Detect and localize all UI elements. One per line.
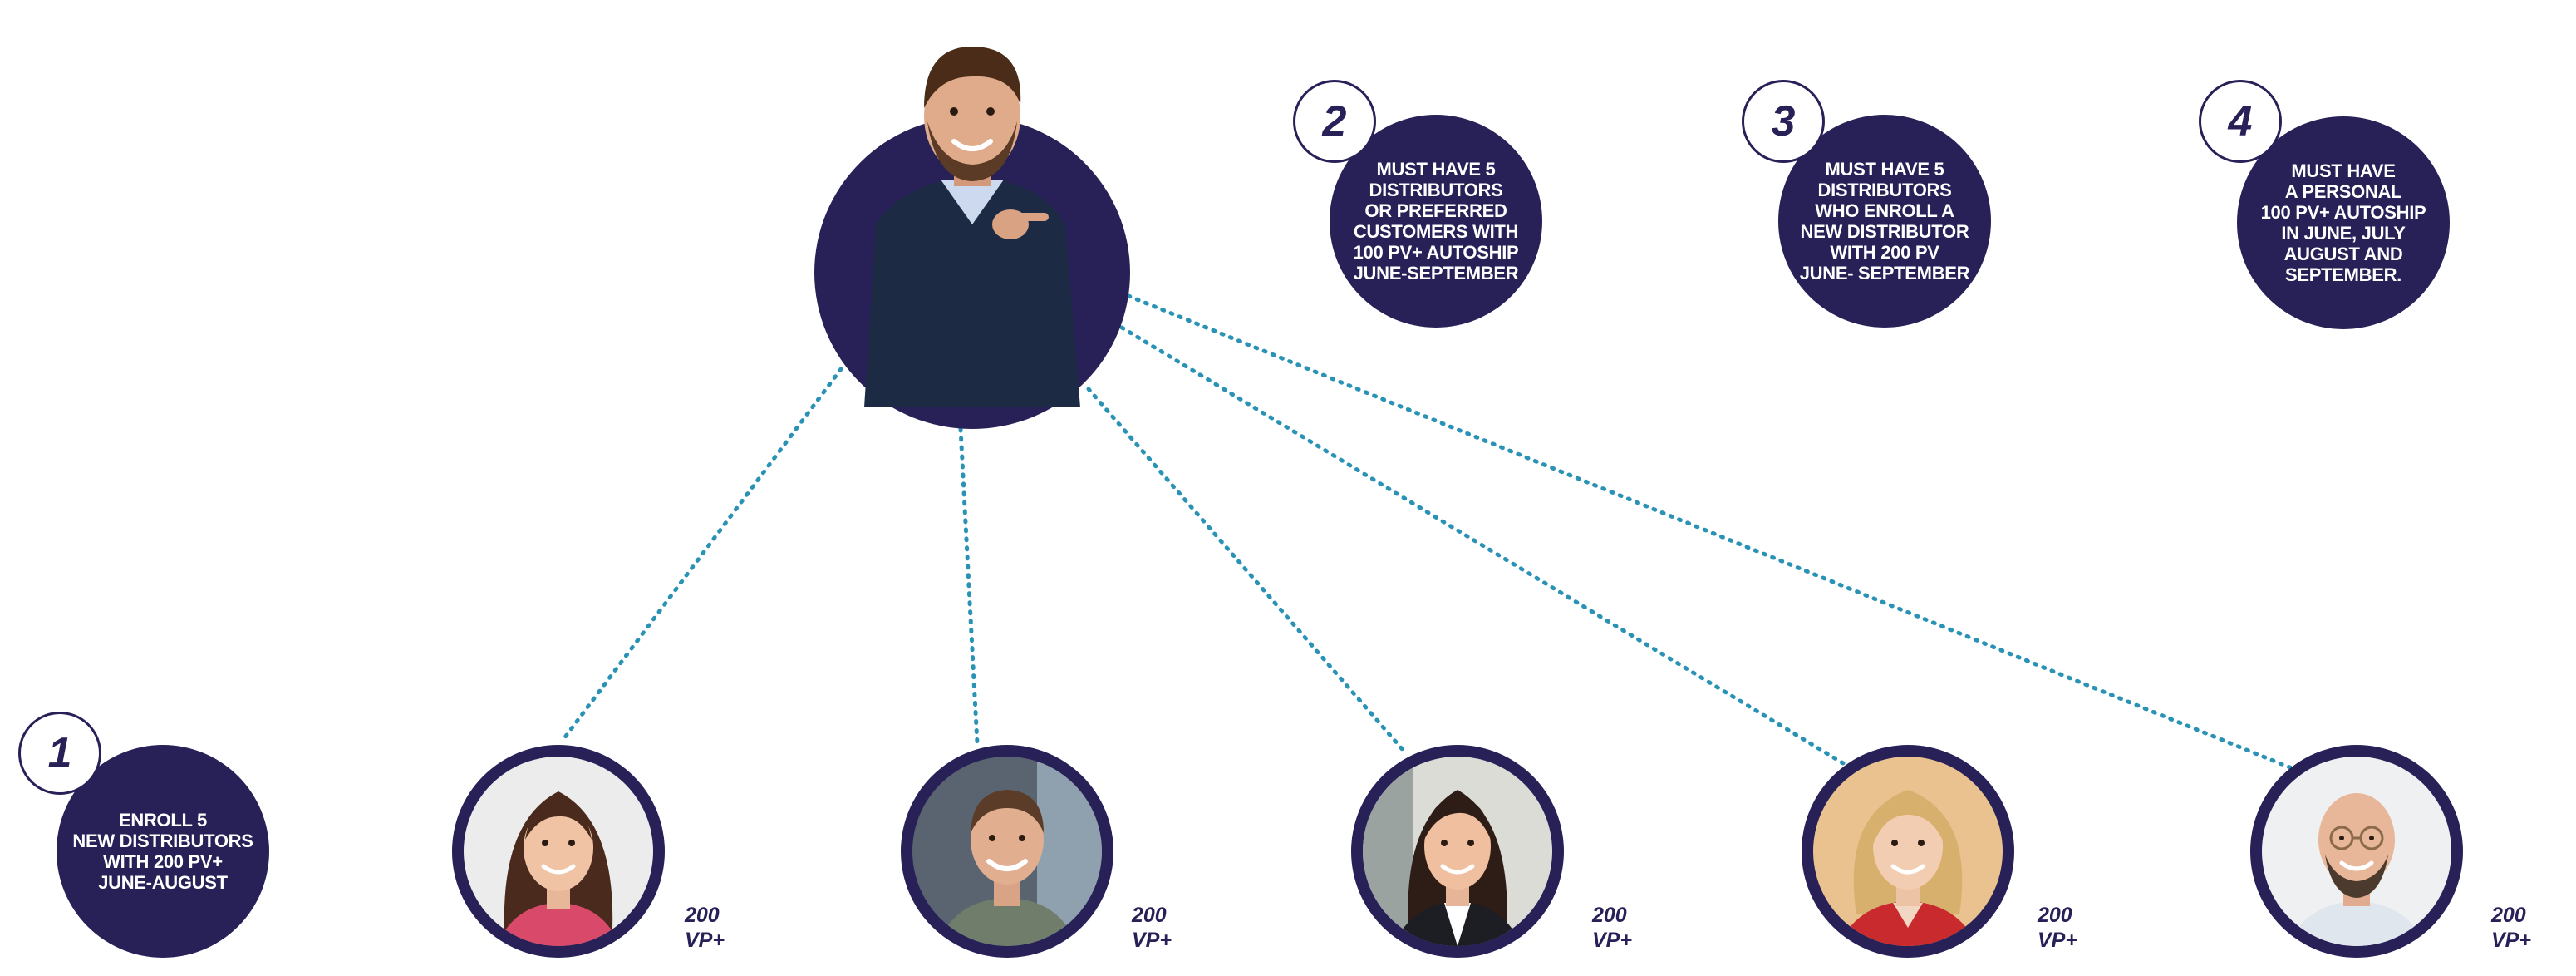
pointing-man-photo [864,47,1080,407]
recruit-3-vp-label: 200 VP+ [1592,904,1632,952]
connector-line-1 [559,367,843,744]
recruit-5-circle [2250,745,2463,958]
recruit-2-vp-label: 200 VP+ [1132,904,1172,952]
connector-line-4 [1119,325,1846,766]
step-1-text: ENROLL 5 NEW DISTRIBUTORS WITH 200 PV+ J… [72,810,253,893]
connector-line-3 [1086,387,1407,754]
step-4-text: MUST HAVE A PERSONAL 100 PV+ AUTOSHIP IN… [2260,160,2426,285]
recruit-3-circle [1351,745,1564,958]
bald-man-portrait [2262,757,2451,946]
recruit-2-circle [901,745,1113,958]
step-3-text: MUST HAVE 5 DISTRIBUTORS WHO ENROLL A NE… [1799,159,1970,283]
woman-blonde-portrait [1813,757,2003,946]
step-4-badge: 4 [2199,80,2282,163]
step-3-badge: 3 [1742,80,1825,163]
step-2-badge: 2 [1293,80,1376,163]
recruit-5-vp-label: 200 VP+ [2491,904,2531,952]
woman-dark-hair-portrait [1363,757,1552,946]
young-man-portrait [912,757,1102,946]
step-2-text: MUST HAVE 5 DISTRIBUTORS OR PREFERRED CU… [1353,159,1519,283]
connector-line-5 [1126,293,2294,771]
recruit-4-vp-label: 200 VP+ [2038,904,2077,952]
step-1-badge: 1 [18,712,101,795]
step-4-circle: MUST HAVE A PERSONAL 100 PV+ AUTOSHIP IN… [2237,116,2450,329]
step-2-circle: MUST HAVE 5 DISTRIBUTORS OR PREFERRED CU… [1330,115,1542,328]
recruit-4-circle [1802,745,2014,958]
connector-line-2 [958,426,980,746]
step-3-circle: MUST HAVE 5 DISTRIBUTORS WHO ENROLL A NE… [1778,115,1991,328]
recruit-1-circle [452,745,665,958]
recruit-1-vp-label: 200 VP+ [685,904,725,952]
woman-brunette-portrait [464,757,653,946]
step-1-circle: ENROLL 5 NEW DISTRIBUTORS WITH 200 PV+ J… [57,745,269,958]
